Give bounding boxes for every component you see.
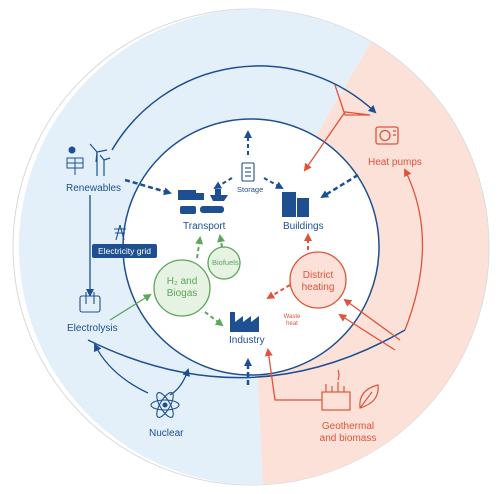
geothermal-to-buildings	[343, 298, 401, 341]
waste-heat-label-line2: heat	[286, 320, 298, 327]
nuclear-to-industry	[169, 368, 190, 396]
nuclear-to-electrolysis	[94, 343, 149, 394]
h2-to-industry	[204, 311, 224, 327]
truck-icon	[178, 190, 204, 200]
biofuels-bubble	[207, 246, 241, 280]
geothermal-to-heatpumps	[404, 168, 424, 331]
geothermal-to-industry	[264, 348, 322, 401]
biofuels-to-transport	[217, 234, 226, 248]
car-icon	[180, 206, 196, 214]
electrolysis-label: Electrolysis	[67, 323, 118, 334]
district-heating-label-line1: District	[302, 270, 334, 281]
waste-heat-arrow	[266, 284, 291, 300]
electrolyser-icon	[79, 292, 101, 313]
solar-panel-icon	[66, 146, 84, 175]
district-heating-label-line2: heating	[301, 281, 335, 293]
battery-icon	[241, 162, 255, 182]
building-icon	[282, 192, 309, 217]
storage-to-transport	[213, 177, 233, 190]
h2-biogas-label: H₂ and Biogas	[160, 276, 204, 299]
waste-heat-label: Waste heat	[280, 314, 304, 328]
heatpumps-to-buildings	[320, 173, 359, 199]
waste-heat-label-line1: Waste	[283, 314, 301, 320]
wind-turbine-icon	[89, 143, 111, 176]
h2-to-transport	[195, 236, 204, 259]
district-heating-label: District heating	[296, 270, 340, 293]
leaf-icon	[359, 384, 379, 409]
buildings-label: Buildings	[283, 221, 324, 232]
transport-label: Transport	[183, 221, 226, 232]
nuclear-label: Nuclear	[149, 428, 184, 439]
district-heating-bubble	[289, 251, 347, 309]
pylon-icon	[114, 224, 126, 241]
heat-pumps-label: Heat pumps	[368, 157, 422, 168]
atom-icon	[150, 392, 180, 418]
electricity-grid-badge: Electricity grid	[92, 244, 157, 258]
storage-label: Storage	[237, 185, 264, 194]
geothermal-label-line1: Geothermal	[321, 421, 375, 432]
renewables-label: Renewables	[66, 183, 122, 194]
h2-biogas-label-line2: Biogas	[166, 287, 198, 299]
geothermal-label-line2: and biomass	[319, 432, 377, 444]
electrolysis-to-h2	[109, 293, 152, 321]
industry-label: Industry	[229, 335, 265, 346]
biofuels-label: Biofuels	[212, 258, 239, 267]
blue-arc-top	[111, 65, 377, 151]
h2-biogas-label-line1: H₂ and	[166, 276, 198, 287]
heat-pump-icon	[375, 126, 399, 145]
geothermal-plant-icon	[321, 369, 351, 411]
ship-icon	[210, 189, 228, 201]
h2-biogas-bubble	[153, 259, 211, 317]
factory-icon	[230, 312, 259, 332]
orange-loop-heatpumps	[303, 84, 371, 172]
train-icon	[200, 206, 224, 213]
geothermal-to-district	[338, 313, 396, 351]
geothermal-label: Geothermal and biomass	[318, 421, 378, 444]
storage-to-buildings	[263, 177, 284, 189]
blue-arc-bottom	[87, 329, 406, 379]
